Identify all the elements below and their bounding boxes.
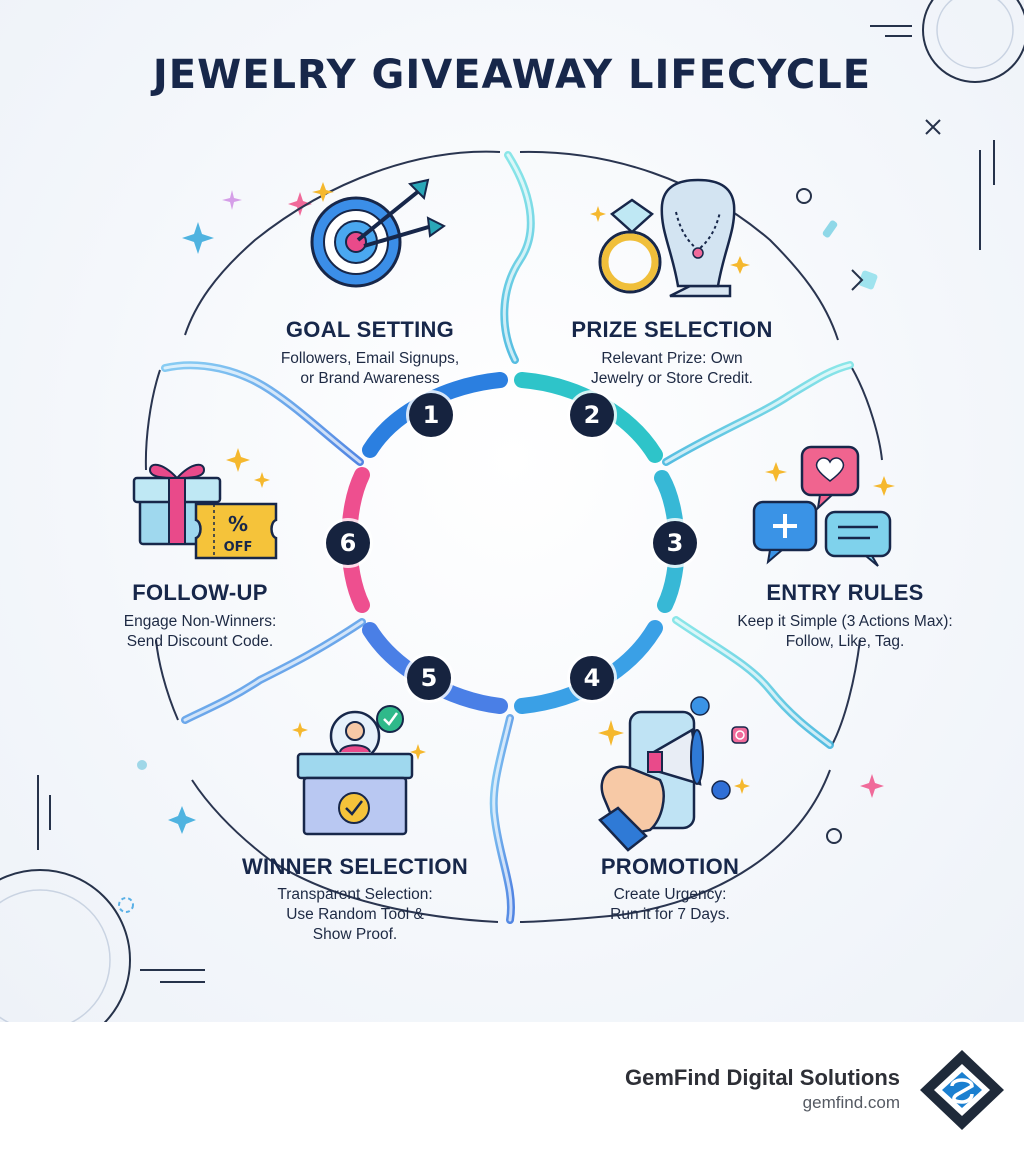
step-4-description: Create Urgency: Run it for 7 Days. [560, 885, 780, 925]
social-chat-icon [752, 445, 895, 567]
step-6-number: 6 [326, 521, 370, 565]
target-icon [310, 178, 446, 288]
step-2-number: 2 [570, 393, 614, 437]
step-6-desc-line-2: Send Discount Code. [126, 633, 274, 650]
step-2-label: PRIZE SELECTION [571, 317, 773, 342]
step-3-desc-line-2: Follow, Like, Tag. [785, 633, 905, 650]
step-6-desc-line-1: Engage Non-Winners: [123, 613, 277, 630]
ring-necklace-icon [590, 178, 750, 298]
step-5-number: 5 [407, 656, 451, 700]
coupon-percent: % [228, 512, 248, 536]
step-1-number: 1 [409, 393, 453, 437]
step-4-desc-line-2: Run it for 7 Days. [610, 906, 730, 923]
brand-name: GemFind Digital Solutions [625, 1065, 900, 1090]
step-5-description: Transparent Selection: Use Random Tool &… [240, 885, 470, 945]
step-1-desc-line-1: Followers, Email Signups, [280, 350, 460, 367]
step-1-label: GOAL SETTING [285, 317, 455, 342]
step-1-description: Followers, Email Signups, or Brand Aware… [240, 349, 500, 389]
step-3-description: Keep it Simple (3 Actions Max): Follow, … [700, 612, 990, 652]
step-4-label: PROMOTION [600, 854, 740, 879]
step-5-desc-line-1: Transparent Selection: [277, 886, 433, 903]
step-6-description: Engage Non-Winners: Send Discount Code. [90, 612, 310, 652]
step-3-desc-line-1: Keep it Simple (3 Actions Max): [737, 613, 953, 630]
background-decorations [0, 0, 1024, 1022]
ballot-box-icon [292, 705, 426, 836]
megaphone-phone-icon [598, 696, 750, 852]
gift-coupon-icon: % OFF [132, 448, 278, 560]
step-2-description: Relevant Prize: Own Jewelry or Store Cre… [542, 349, 802, 389]
step-6-label: FOLLOW-UP [132, 580, 268, 605]
step-3-label: ENTRY RULES [766, 580, 924, 605]
infographic-canvas: % OFF JEWELRY GIVEAWAY LIFECYCLE GOAL SE… [0, 0, 1024, 1022]
step-4-desc-line-1: Create Urgency: [613, 886, 727, 903]
step-5-desc-line-2: Use Random Tool & [286, 906, 424, 923]
step-2-desc-line-2: Jewelry or Store Credit. [591, 370, 753, 387]
footer [0, 1022, 1024, 1154]
coupon-off: OFF [224, 540, 253, 555]
page-title: JEWELRY GIVEAWAY LIFECYCLE [152, 52, 872, 98]
cycle-frame [144, 150, 883, 924]
brand-url: gemfind.com [802, 1093, 900, 1112]
step-4-number: 4 [570, 656, 614, 700]
step-5-desc-line-3: Show Proof. [312, 926, 398, 943]
step-3-number: 3 [653, 521, 697, 565]
step-5-label: WINNER SELECTION [241, 854, 469, 879]
step-2-desc-line-1: Relevant Prize: Own [601, 350, 743, 367]
step-1-desc-line-2: or Brand Awareness [300, 370, 440, 387]
